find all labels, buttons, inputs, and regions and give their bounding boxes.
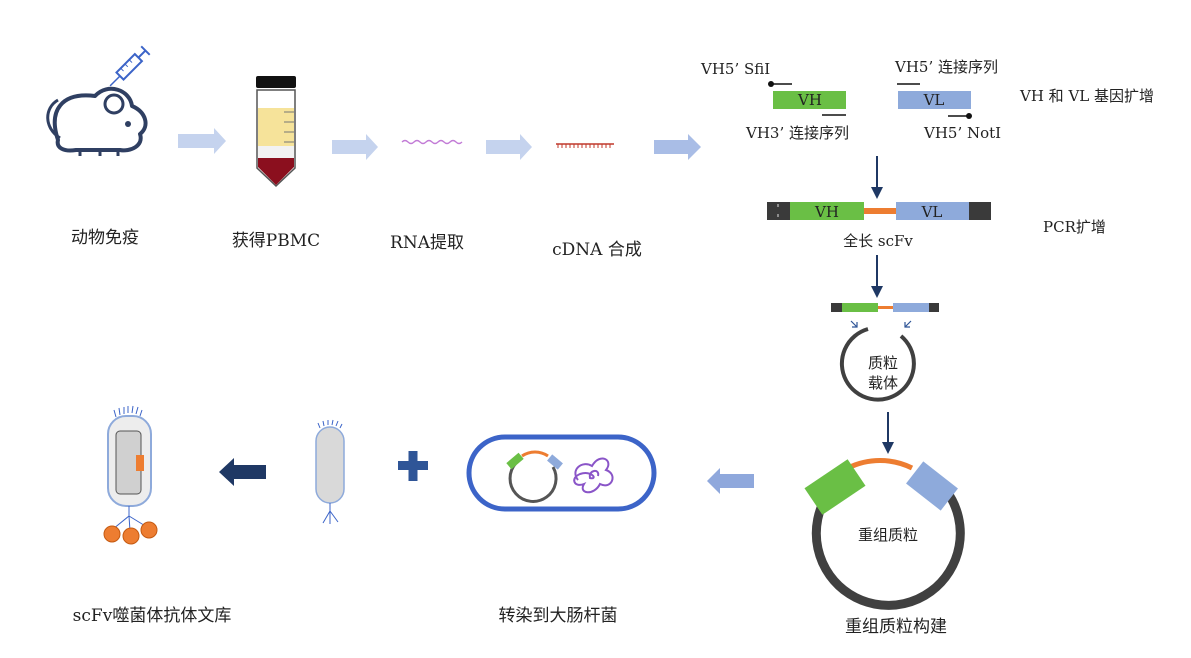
vl-segment-label: VL bbox=[923, 91, 945, 109]
flow-arrow-5 bbox=[707, 468, 754, 494]
step-cdna-label: cDNA 合成 bbox=[552, 240, 642, 260]
pcr-amplification-label: PCR扩增 bbox=[1043, 218, 1106, 236]
flow-arrow-4 bbox=[654, 134, 701, 160]
library-label: scFv噬菌体抗体文库 bbox=[73, 606, 232, 626]
primer-vh5-sfi-marker bbox=[768, 81, 792, 87]
flow-arrow-1 bbox=[178, 128, 226, 154]
mouse-icon bbox=[46, 86, 148, 156]
scfv-vh-label: VH bbox=[814, 203, 839, 221]
primer-vh5-not-marker bbox=[948, 113, 972, 119]
recombinant-plasmid-icon bbox=[804, 458, 965, 610]
phage-library-icon bbox=[103, 405, 158, 545]
full-scfv-label: 全长 scFv bbox=[843, 232, 913, 250]
step-rna-label: RNA提取 bbox=[390, 233, 464, 253]
digested-scfv-fragment bbox=[831, 303, 939, 312]
vl-segment bbox=[898, 91, 971, 109]
vector-label-line2: 载体 bbox=[868, 374, 898, 392]
ecoli-cell-icon bbox=[466, 434, 657, 512]
primer-vh5-not-label: VH5’ NotI bbox=[923, 124, 1001, 142]
vector-label-line1: 质粒 bbox=[868, 354, 898, 372]
scfv-vl-label: VL bbox=[921, 203, 943, 221]
step-immunize-label: 动物免疫 bbox=[71, 228, 139, 248]
pbmc-tube-icon bbox=[256, 76, 296, 188]
primer-vh3-linker-label: VH3’ 连接序列 bbox=[745, 124, 849, 142]
syringe-icon bbox=[109, 45, 151, 87]
vh-segment-label: VH bbox=[797, 91, 822, 109]
phage-icon bbox=[315, 419, 345, 524]
full-scfv-construct bbox=[767, 202, 991, 220]
insertion-arrows-icon bbox=[850, 320, 912, 328]
plus-icon bbox=[398, 451, 428, 481]
vector-plasmid-ring bbox=[839, 327, 916, 402]
step-pbmc-label: 获得PBMC bbox=[232, 231, 320, 251]
recombinant-plasmid-label: 重组质粒 bbox=[858, 526, 918, 544]
primer-vh5-sfi-label: VH5’ SfiI bbox=[700, 60, 770, 78]
primer-vh5-linker-label: VH5’ 连接序列 bbox=[894, 58, 998, 76]
vh-segment bbox=[773, 91, 846, 109]
rna-strand-icon bbox=[401, 139, 463, 145]
cdna-strand-icon bbox=[556, 143, 614, 148]
flow-arrow-3 bbox=[486, 134, 532, 160]
recombinant-build-label: 重组质粒构建 bbox=[845, 617, 947, 637]
flow-arrow-2 bbox=[332, 134, 378, 160]
flow-arrow-6 bbox=[219, 458, 266, 486]
transform-label: 转染到大肠杆菌 bbox=[499, 606, 618, 626]
vh-vl-amplification-label: VH 和 VL 基因扩增 bbox=[1019, 87, 1154, 105]
